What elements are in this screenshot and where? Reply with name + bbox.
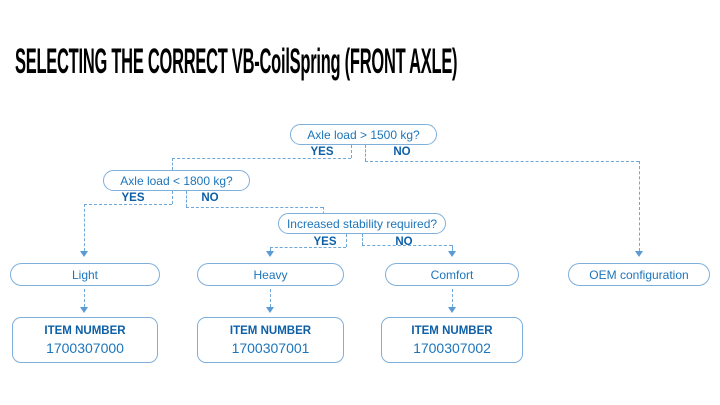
connector-dashed-line: [365, 145, 366, 161]
connector-dashed-line: [365, 161, 639, 162]
connector-dashed-line: [172, 158, 173, 170]
decision-node-increased-stability: Increased stability required?: [278, 213, 446, 234]
connector-dashed-line: [351, 145, 352, 158]
connector-dashed-line: [452, 289, 453, 307]
page-title: SELECTING THE CORRECT VB-CoilSpring (FRO…: [15, 42, 458, 81]
item-number-label: ITEM NUMBER: [44, 324, 126, 337]
decision1-yes-label: YES: [310, 146, 334, 158]
connector-dashed-line: [172, 158, 351, 159]
item-number-value: 1700307001: [231, 339, 310, 356]
arrow-down-icon: [80, 251, 88, 257]
arrow-down-icon: [448, 307, 456, 313]
decision-node-axle-load-1500: Axle load > 1500 kg?: [290, 124, 437, 145]
outcome-node-comfort: Comfort: [385, 263, 519, 286]
arrow-down-icon: [266, 307, 274, 313]
connector-dashed-line: [84, 204, 172, 205]
decision3-yes-label: YES: [313, 236, 337, 248]
connector-dashed-line: [270, 247, 346, 248]
item-number-value: 1700307000: [46, 339, 124, 356]
decision2-yes-label: YES: [121, 192, 145, 204]
decision1-no-label: NO: [393, 146, 411, 158]
decision-node-axle-load-1800: Axle load < 1800 kg?: [103, 170, 250, 191]
connector-dashed-line: [186, 207, 323, 208]
decision3-no-label: NO: [395, 236, 413, 248]
connector-dashed-line: [270, 289, 271, 307]
connector-dashed-line: [452, 245, 453, 251]
item-number-label: ITEM NUMBER: [229, 324, 312, 337]
connector-dashed-line: [362, 234, 363, 245]
connector-dashed-line: [362, 245, 452, 246]
arrow-down-icon: [448, 251, 456, 257]
connector-dashed-line: [84, 289, 85, 307]
arrow-down-icon: [635, 251, 643, 257]
connector-dashed-line: [639, 161, 640, 251]
item-number-value: 1700307002: [413, 339, 491, 356]
decision2-no-label: NO: [201, 192, 219, 204]
connector-dashed-line: [346, 234, 347, 247]
connector-dashed-line: [186, 191, 187, 207]
arrow-down-icon: [80, 307, 88, 313]
connector-dashed-line: [172, 191, 173, 204]
item-number-label: ITEM NUMBER: [411, 324, 493, 337]
connector-dashed-line: [84, 204, 85, 251]
item-number-box-light: ITEM NUMBER 1700307000: [12, 317, 158, 363]
outcome-node-light: Light: [10, 263, 160, 286]
connector-dashed-line: [323, 207, 324, 214]
item-number-box-heavy: ITEM NUMBER 1700307001: [197, 317, 344, 363]
outcome-node-oem-configuration: OEM configuration: [568, 263, 710, 286]
item-number-box-comfort: ITEM NUMBER 1700307002: [381, 317, 523, 363]
outcome-node-heavy: Heavy: [197, 263, 344, 286]
connector-dashed-line: [270, 247, 271, 251]
arrow-down-icon: [266, 251, 274, 257]
